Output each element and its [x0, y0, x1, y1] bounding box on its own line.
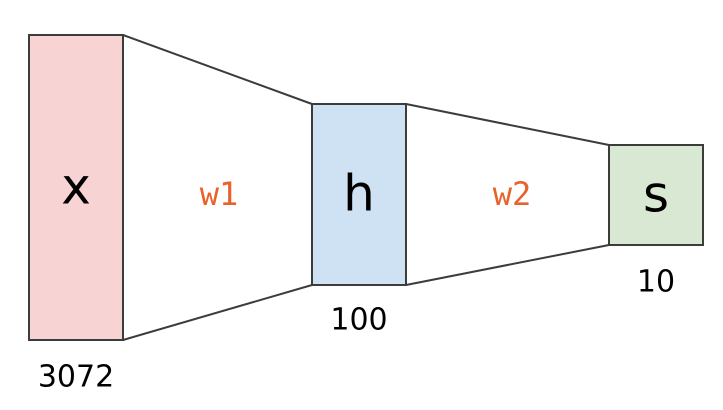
node-h-size: 100 — [330, 303, 387, 338]
node-x-label: x — [61, 158, 91, 216]
node-x-size: 3072 — [38, 360, 114, 395]
node-x: x — [28, 34, 124, 341]
connector-h-s-top — [405, 103, 610, 146]
connector-h-s-bottom — [405, 244, 610, 286]
node-s-size: 10 — [637, 265, 675, 300]
node-h-label: h — [343, 165, 375, 223]
node-s: s — [608, 144, 704, 246]
node-x-box — [28, 34, 124, 341]
weight-w1-label: w1 — [200, 175, 239, 213]
connector-x-h-bottom — [122, 284, 313, 341]
weight-w2-label: w2 — [493, 175, 532, 213]
node-s-box — [608, 144, 704, 246]
node-h: h — [311, 103, 407, 286]
connector-x-h-top — [122, 34, 313, 105]
node-s-label: s — [643, 166, 669, 224]
node-h-box — [311, 103, 407, 286]
